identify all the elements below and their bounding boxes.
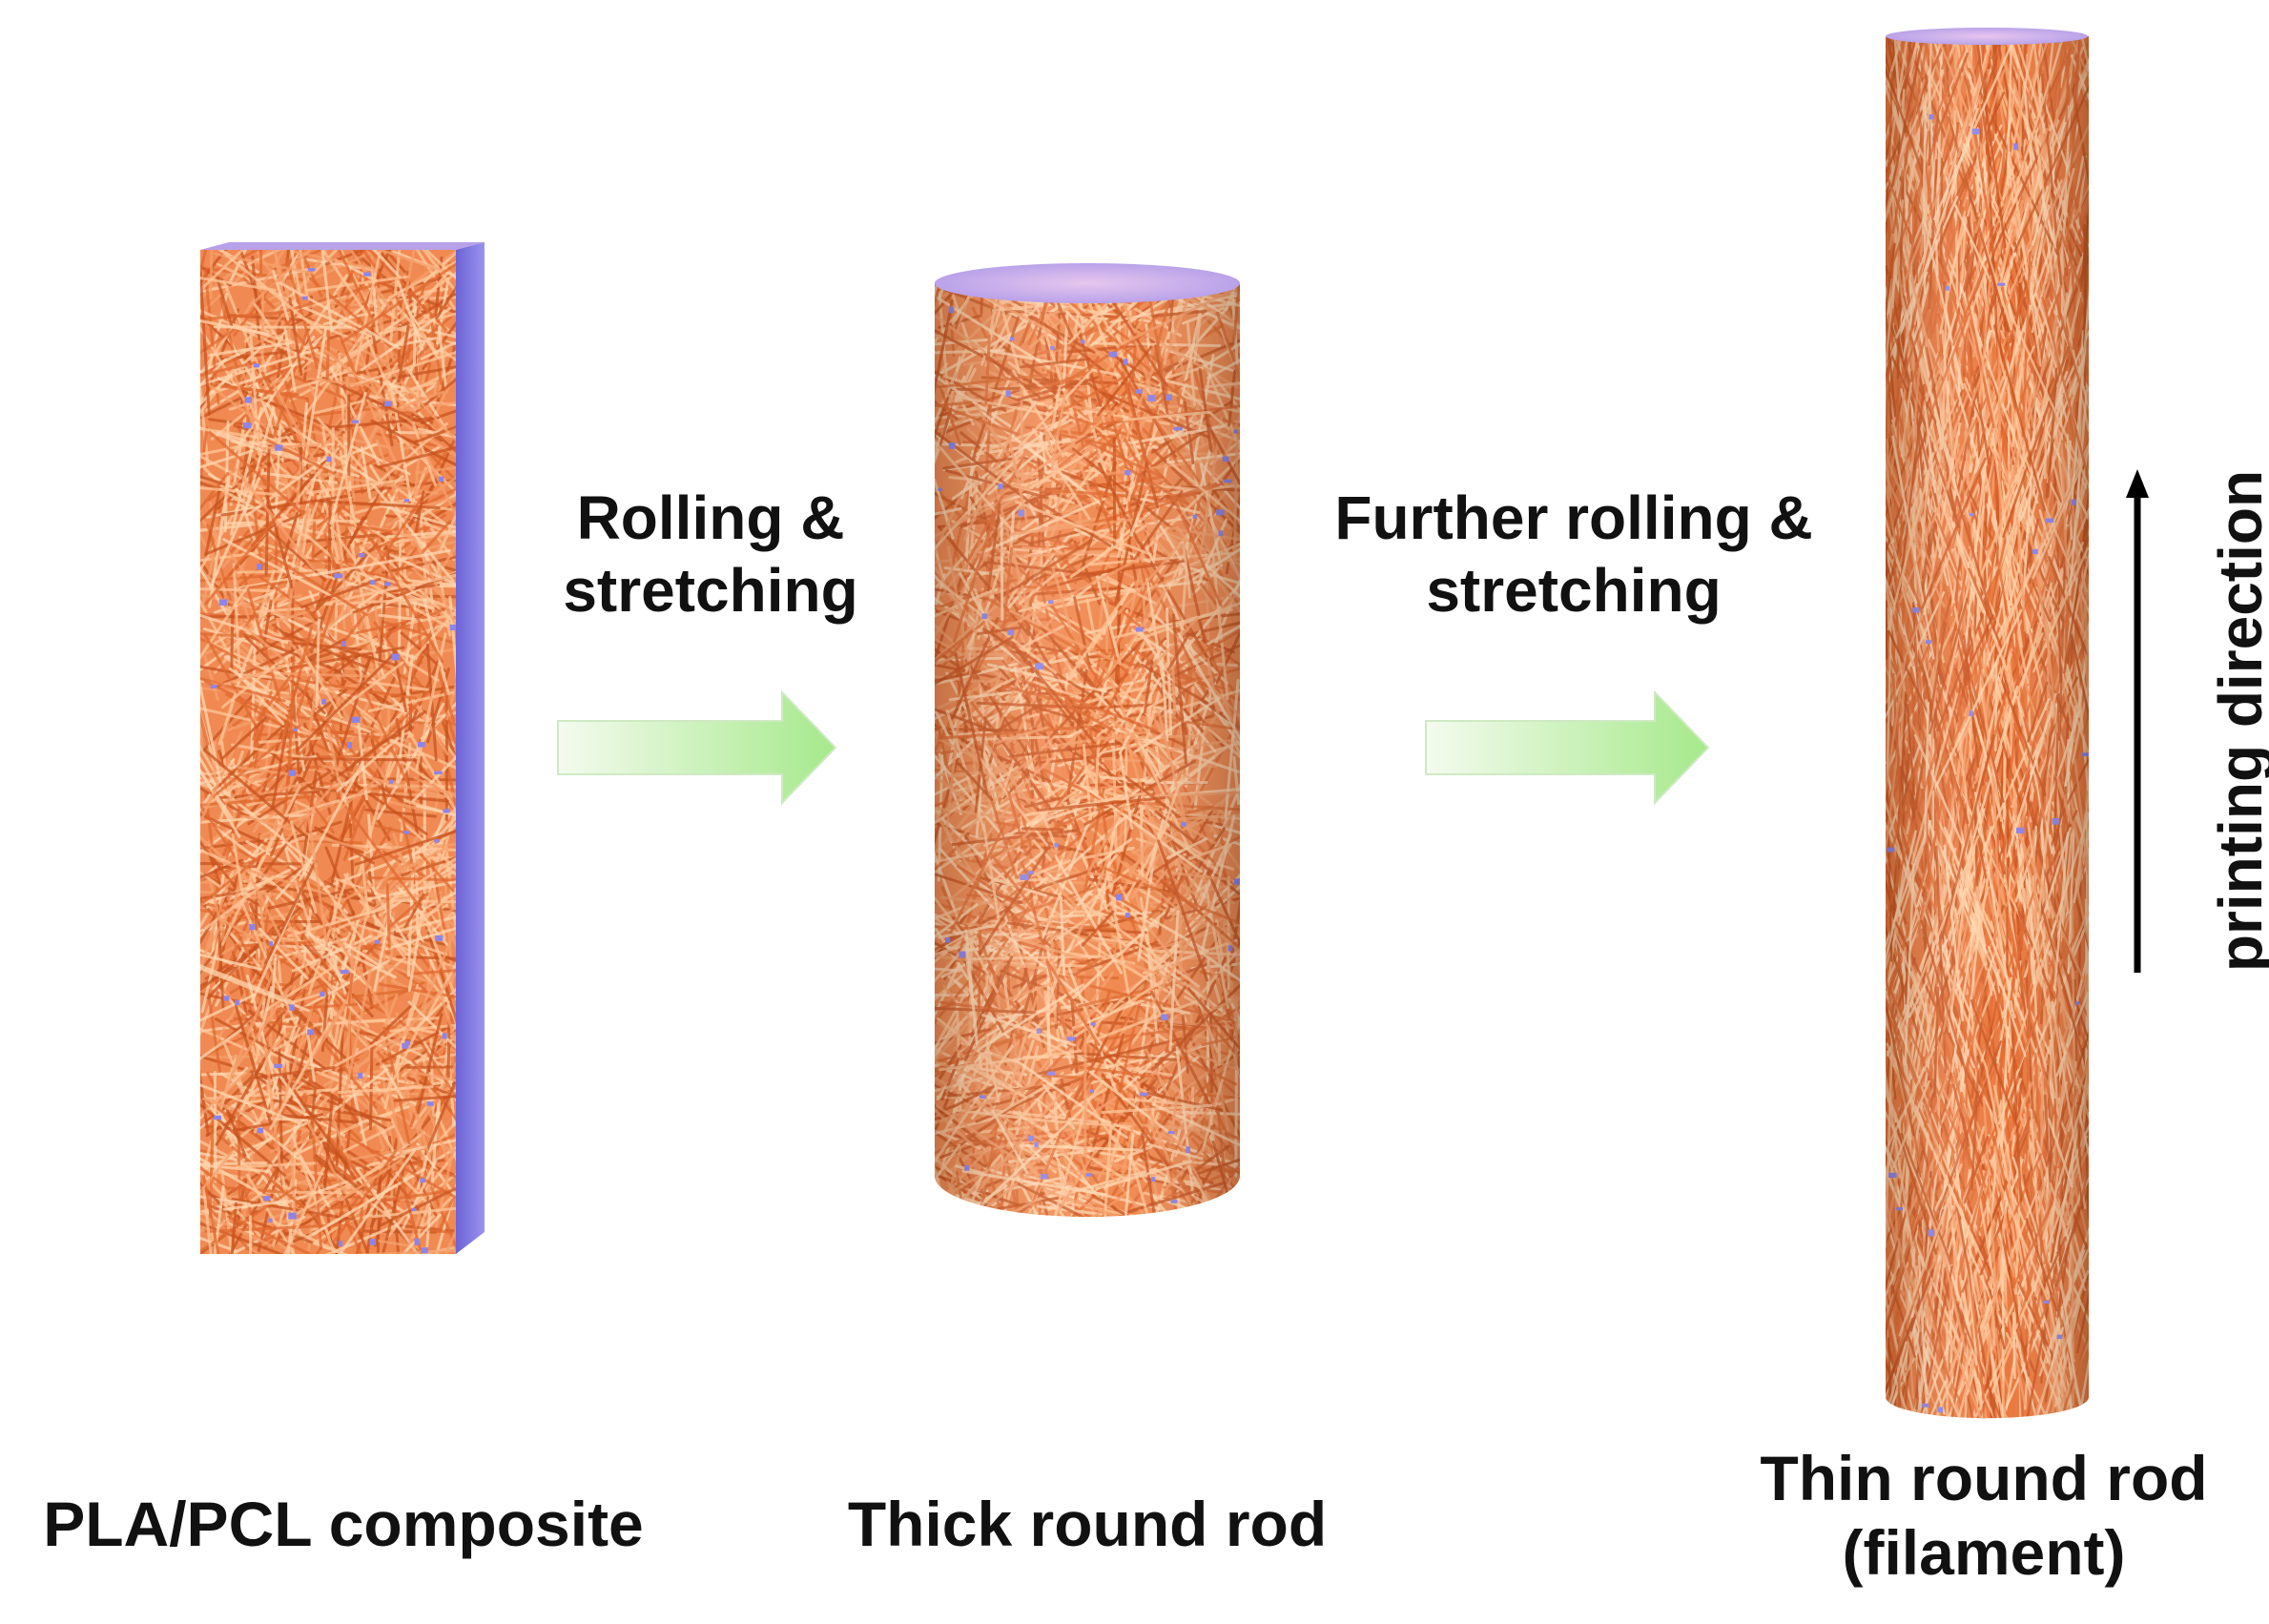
matrix-spot	[326, 457, 331, 463]
matrix-spot	[289, 770, 296, 775]
matrix-spot	[250, 924, 256, 930]
matrix-spot	[321, 699, 326, 705]
matrix-spot	[211, 685, 217, 689]
matrix-spot	[384, 582, 390, 586]
matrix-spot	[352, 717, 361, 723]
matrix-spot	[384, 401, 392, 407]
matrix-spot	[340, 970, 349, 974]
matrix-spot	[339, 1241, 342, 1246]
fiber-strand	[1163, 1215, 1229, 1219]
matrix-spot	[243, 422, 251, 428]
matrix-spot	[341, 641, 345, 647]
fiber-strand	[448, 1020, 449, 1078]
fiber-strand	[1122, 1223, 1254, 1227]
matrix-spot	[443, 1033, 447, 1038]
matrix-spot	[363, 272, 370, 276]
thick-rod-top-cap	[935, 263, 1240, 303]
matrix-spot	[389, 780, 393, 785]
matrix-spot	[223, 996, 229, 1000]
matrix-spot	[370, 1239, 376, 1244]
matrix-spot	[414, 1239, 420, 1245]
matrix-spot	[347, 742, 352, 749]
fiber-strand	[329, 504, 330, 578]
matrix-spot	[258, 1128, 264, 1134]
matrix-spot	[289, 1004, 294, 1010]
matrix-spot	[411, 1208, 416, 1211]
matrix-spot	[375, 940, 380, 944]
matrix-spot	[370, 580, 375, 585]
matrix-spot	[359, 553, 364, 557]
fiber-strand	[250, 1217, 251, 1283]
matrix-spot	[235, 1000, 239, 1005]
matrix-spot	[418, 742, 425, 748]
matrix-spot	[358, 1073, 362, 1079]
matrix-spot	[422, 1247, 428, 1253]
matrix-spot	[268, 1219, 272, 1223]
matrix-spot	[403, 831, 410, 833]
matrix-spot	[420, 1179, 424, 1183]
matrix-spot	[214, 1116, 221, 1120]
fiber-strand	[1005, 1223, 1058, 1226]
matrix-spot	[320, 992, 324, 997]
composite-block-top	[200, 242, 485, 250]
matrix-spot	[435, 935, 443, 941]
fiber-strand	[327, 331, 329, 380]
fiber-strand	[387, 885, 389, 948]
matrix-spot	[269, 941, 273, 946]
matrix-spot	[405, 1040, 410, 1045]
composite-block	[135, 193, 515, 1305]
matrix-spot	[351, 420, 359, 422]
matrix-spot	[254, 363, 259, 367]
matrix-spot	[308, 268, 316, 271]
thin-rod	[1849, 0, 2125, 1518]
matrix-spot	[434, 771, 443, 774]
fiber-strand	[232, 610, 233, 670]
thick-rod	[863, 208, 1299, 1291]
matrix-spot	[288, 1213, 296, 1220]
fiber-strand	[294, 759, 418, 760]
matrix-spot	[427, 1101, 434, 1106]
matrix-spot	[443, 809, 450, 812]
thick-rod-shading	[935, 283, 1240, 1217]
matrix-spot	[334, 573, 342, 578]
matrix-spot	[404, 499, 409, 502]
fiber-strand	[371, 1048, 372, 1128]
composite-block-side	[456, 242, 485, 1254]
matrix-spot	[219, 600, 227, 606]
matrix-spot	[263, 1196, 271, 1201]
matrix-spot	[307, 1030, 314, 1036]
fiber-strand	[398, 956, 459, 958]
matrix-spot	[434, 839, 439, 842]
matrix-spot	[245, 397, 252, 402]
matrix-spot	[257, 564, 262, 569]
matrix-spot	[293, 729, 297, 731]
matrix-spot	[439, 477, 443, 482]
fiber-strand	[333, 428, 334, 494]
matrix-spot	[302, 297, 308, 300]
matrix-spot	[274, 1064, 282, 1068]
matrix-spot	[392, 654, 400, 661]
matrix-spot	[275, 444, 282, 450]
